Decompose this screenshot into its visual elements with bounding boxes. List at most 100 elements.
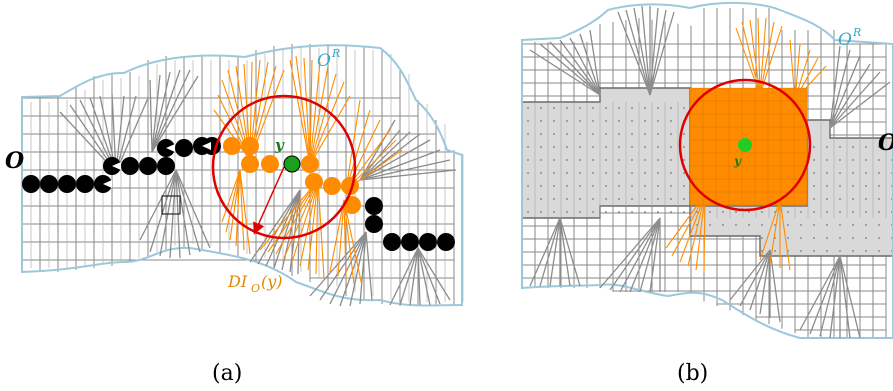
influence-pixel <box>301 155 319 173</box>
region-dot <box>631 146 633 148</box>
svg-text:DI: DI <box>227 272 248 291</box>
region-dot <box>670 133 672 135</box>
gray-ray <box>151 71 171 153</box>
region-dot <box>683 159 685 161</box>
region-dot <box>579 107 581 109</box>
region-dot <box>579 159 581 161</box>
region-dot <box>839 172 841 174</box>
region-dot <box>826 185 828 187</box>
region-dot <box>605 198 607 200</box>
gray-ray <box>809 255 841 335</box>
svg-text:R: R <box>852 26 861 39</box>
object-pixel <box>121 157 139 175</box>
region-dot <box>670 172 672 174</box>
influence-ray <box>741 21 761 96</box>
region-dot <box>644 198 646 200</box>
influence-pixel <box>343 196 361 214</box>
region-dot <box>618 107 620 109</box>
region-dot <box>631 198 633 200</box>
influence-ray <box>679 194 706 263</box>
gray-ray <box>559 217 571 287</box>
gray-ray <box>115 97 149 173</box>
region-dot <box>683 198 685 200</box>
region-dot <box>553 211 555 213</box>
region-dot <box>527 185 529 187</box>
region-dot <box>605 120 607 122</box>
region-dot <box>605 107 607 109</box>
region-dot <box>618 146 620 148</box>
influence-square-grid <box>689 87 808 206</box>
region-dot <box>644 159 646 161</box>
region-dot <box>592 211 594 213</box>
gray-ray <box>639 217 661 293</box>
gray-ray <box>839 255 851 339</box>
gray-ray <box>829 45 841 129</box>
region-dot <box>787 224 789 226</box>
region-dot <box>878 146 880 148</box>
region-dot <box>644 107 646 109</box>
region-dot <box>553 172 555 174</box>
point-label-a: y <box>274 136 285 154</box>
region-dot <box>631 185 633 187</box>
influence-ray <box>309 65 329 166</box>
gray-rays-b <box>529 5 891 339</box>
region-dot <box>813 237 815 239</box>
region-dot <box>865 237 867 239</box>
influence-ray <box>267 179 319 253</box>
region-dot <box>618 185 620 187</box>
region-dot <box>605 172 607 174</box>
region-dot <box>566 211 568 213</box>
region-dot <box>540 198 542 200</box>
gray-ray <box>309 231 367 297</box>
influence-ray <box>229 169 241 241</box>
influence-ray <box>309 59 313 166</box>
gray-ray <box>829 49 851 129</box>
region-dot <box>800 250 802 252</box>
region-dot <box>865 159 867 161</box>
influence-ray <box>343 199 363 287</box>
region-dot <box>670 211 672 213</box>
gray-ray <box>175 169 211 249</box>
influence-ray <box>239 169 245 251</box>
region-dot <box>566 133 568 135</box>
gray-ray <box>649 217 661 293</box>
region-dot <box>527 211 529 213</box>
region-dot <box>657 107 659 109</box>
gray-ray <box>115 95 137 173</box>
region-dot <box>852 198 854 200</box>
gray-ray <box>151 74 161 153</box>
gray-ray <box>319 231 367 301</box>
region-dot <box>527 133 529 135</box>
gray-ray <box>559 39 601 96</box>
gray-ray <box>569 37 601 96</box>
region-dot <box>618 133 620 135</box>
region-dot <box>644 133 646 135</box>
svg-text:O: O <box>317 51 331 71</box>
object-pixel <box>419 233 437 251</box>
object-pixel <box>58 175 76 193</box>
region-dot <box>839 250 841 252</box>
region-dot <box>839 198 841 200</box>
region-dot <box>865 250 867 252</box>
region-dot <box>878 172 880 174</box>
gray-ray <box>739 249 771 307</box>
region-dot <box>670 120 672 122</box>
influence-ray <box>769 199 781 265</box>
region-dot <box>644 172 646 174</box>
svg-text:R: R <box>331 47 340 60</box>
caption-b: (b) <box>677 361 708 386</box>
cell-highlight <box>161 195 181 215</box>
region-dot <box>826 172 828 174</box>
region-dot <box>839 237 841 239</box>
object-pixel <box>175 139 193 157</box>
gray-ray <box>599 217 661 289</box>
region-dot <box>852 250 854 252</box>
region-dot <box>592 107 594 109</box>
region-dot <box>683 146 685 148</box>
gray-ray <box>609 217 661 291</box>
gray-ray <box>409 247 419 306</box>
gray-ray <box>539 217 561 287</box>
region-dot <box>865 172 867 174</box>
region-dot <box>618 120 620 122</box>
